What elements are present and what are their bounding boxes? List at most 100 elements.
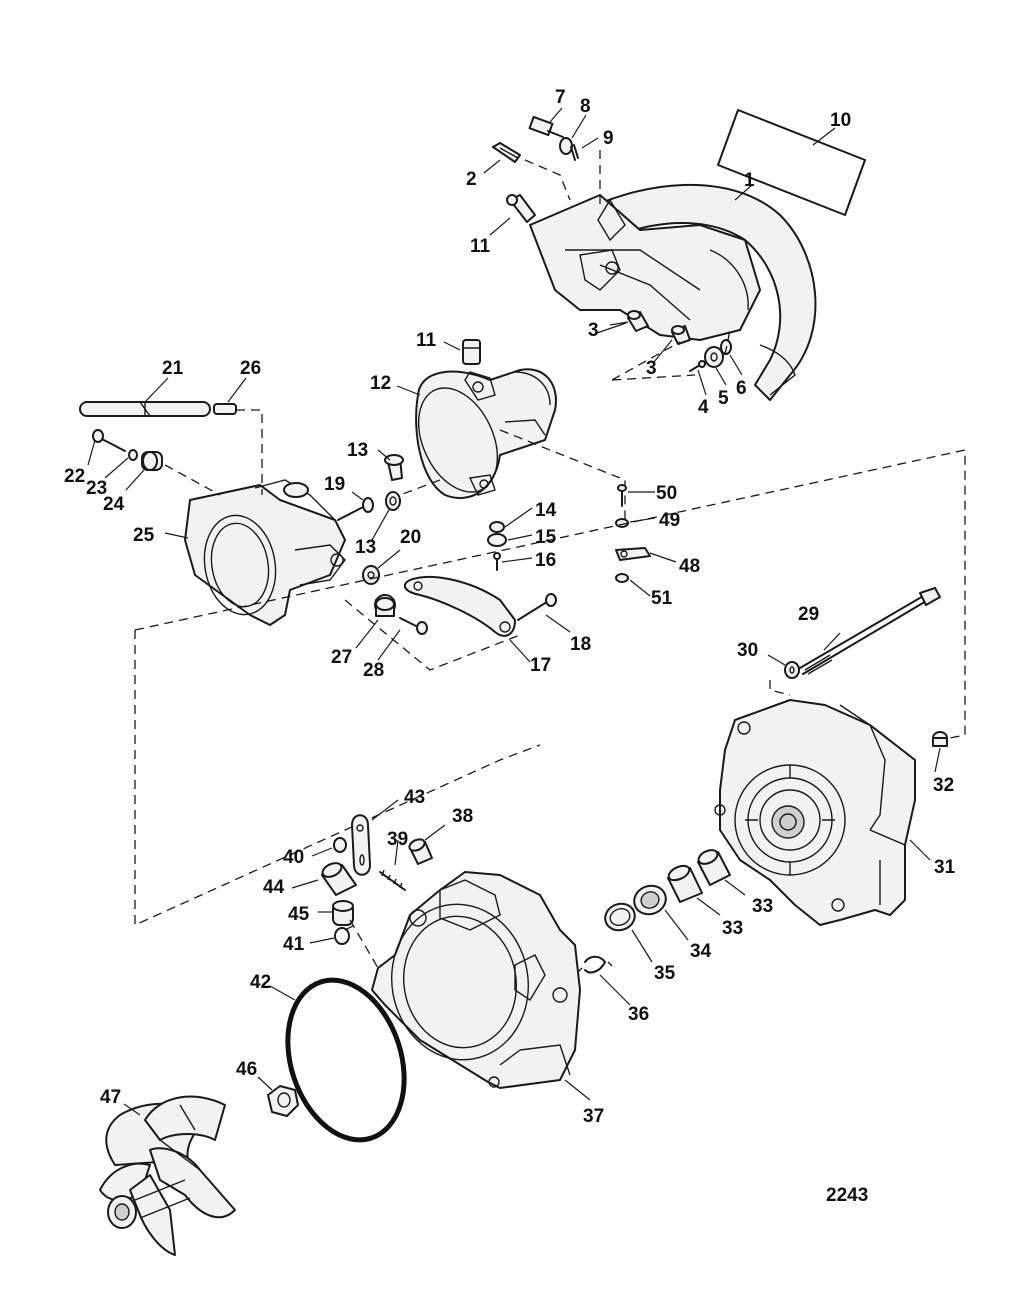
bolt-part-22	[92, 429, 126, 452]
bolt-part-28	[377, 617, 428, 661]
callout-15: 15	[535, 527, 557, 548]
callout-46: 46	[236, 1059, 257, 1080]
clip-part-36	[577, 955, 631, 1006]
leader-lines	[87, 322, 941, 773]
nut-part-51	[615, 573, 629, 583]
callout-34: 34	[690, 941, 712, 962]
bolt-part-19	[337, 491, 374, 521]
callout-9: 9	[603, 128, 614, 149]
screw-part-39	[379, 839, 406, 891]
callout-18: 18	[570, 634, 591, 655]
bushing-part-33-a	[697, 849, 746, 896]
callout-48: 48	[679, 556, 700, 577]
callout-26: 26	[240, 358, 261, 379]
washer-part-20	[362, 549, 401, 585]
callout-45: 45	[288, 904, 310, 925]
callout-21: 21	[162, 358, 184, 379]
callout-44: 44	[263, 877, 285, 898]
callout-49: 49	[659, 510, 680, 531]
callout-3b: 3	[646, 358, 657, 379]
callout-28: 28	[363, 660, 384, 681]
callout-8: 8	[580, 96, 591, 117]
tube-part-21	[79, 377, 211, 417]
callout-13b: 13	[355, 537, 376, 558]
callout-labels: 1 2 3 3 4 5 6 7 8 9 10 11 11 12 13 13 14…	[64, 87, 956, 1127]
callout-7: 7	[555, 87, 566, 108]
housing-part-12	[396, 368, 557, 500]
callout-31: 31	[934, 857, 956, 878]
callout-14: 14	[535, 500, 557, 521]
terminal-part-48	[615, 547, 651, 561]
callout-42: 42	[250, 972, 271, 993]
callout-10: 10	[830, 110, 851, 131]
callout-43: 43	[404, 787, 425, 808]
screw-part-4	[689, 360, 706, 372]
callout-29: 29	[798, 604, 819, 625]
washer-part-30	[767, 654, 800, 679]
long-bolt-part-29	[799, 587, 941, 675]
intake-housing-part-37	[371, 871, 591, 1101]
spring-pin-part-9	[570, 137, 599, 161]
steering-arm-part-17	[403, 576, 531, 663]
plug-part-44	[291, 862, 357, 896]
callout-47: 47	[100, 1087, 121, 1108]
plug-part-32	[932, 731, 948, 747]
bolt-part-2	[483, 142, 521, 174]
callout-11a: 11	[470, 236, 491, 257]
callout-32: 32	[933, 775, 954, 796]
callout-16: 16	[535, 550, 556, 571]
callout-13a: 13	[347, 440, 368, 461]
cap-part-45	[318, 900, 354, 926]
screw-part-50	[617, 484, 627, 507]
callout-12: 12	[370, 373, 391, 394]
screw-part-16	[493, 552, 501, 571]
nozzle-housing-part-25	[164, 479, 346, 626]
decal-part-10	[717, 109, 866, 216]
callout-36: 36	[628, 1004, 649, 1025]
callout-20: 20	[400, 527, 421, 548]
callout-23: 23	[86, 478, 107, 499]
callout-2: 2	[466, 169, 477, 190]
washer-part-5	[704, 346, 724, 368]
spacer-part-27	[355, 594, 396, 649]
washer-part-8	[559, 114, 587, 155]
pump-body-part-31	[714, 699, 931, 926]
bushing-part-3-right	[671, 325, 691, 345]
callout-3a: 3	[588, 320, 599, 341]
washer-part-23	[128, 449, 138, 461]
impeller-part-47	[99, 1095, 236, 1256]
callout-35: 35	[654, 963, 676, 984]
callout-37: 37	[583, 1106, 604, 1127]
callout-33a: 33	[752, 896, 773, 917]
fitting-part-13-upper	[384, 454, 404, 481]
o-ring-part-41	[309, 927, 350, 945]
callout-19: 19	[324, 474, 345, 495]
nut-part-46	[257, 1076, 299, 1117]
washer-part-13-lower	[385, 491, 401, 511]
callout-51: 51	[651, 588, 673, 609]
callout-33b: 33	[722, 918, 743, 939]
bolt-part-18	[517, 593, 571, 633]
o-ring-part-42	[269, 977, 407, 1143]
nozzle-deflector-part-1	[529, 184, 817, 401]
bearing-part-34	[633, 884, 689, 941]
callout-50: 50	[656, 483, 677, 504]
plug-part-26	[213, 377, 247, 415]
callout-11b: 11	[416, 330, 437, 351]
drawing-number: 2243	[826, 1185, 868, 1206]
bushing-part-3-left	[609, 310, 649, 332]
callout-25: 25	[133, 525, 155, 546]
callout-38: 38	[452, 806, 473, 827]
bolt-part-7	[528, 107, 564, 138]
grommet-part-24	[141, 451, 163, 471]
callout-4: 4	[698, 397, 709, 418]
seal-part-35	[604, 902, 653, 963]
grease-fitting-part-11-upper	[489, 194, 536, 236]
plate-part-43	[351, 799, 399, 876]
callout-22: 22	[64, 466, 85, 487]
callout-39: 39	[387, 829, 408, 850]
plug-part-38	[408, 824, 446, 865]
grommet-part-14	[489, 521, 505, 533]
nut-part-40	[311, 837, 347, 857]
